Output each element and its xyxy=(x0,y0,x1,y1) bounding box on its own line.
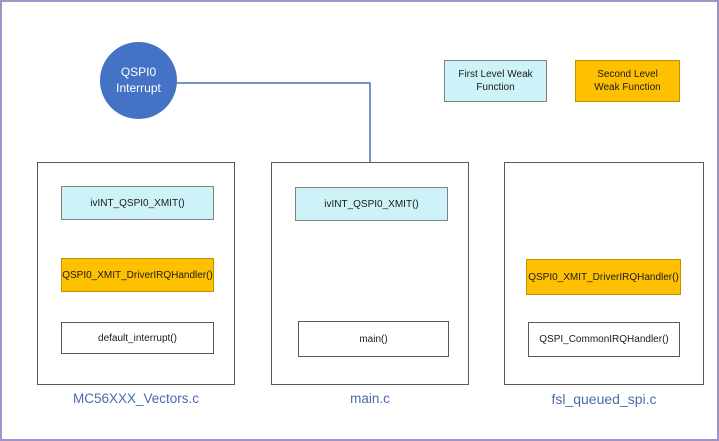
function-box-ivint-qspi0-xmit: ivINT_QSPI0_XMIT() xyxy=(295,187,448,221)
file-container-main: ivINT_QSPI0_XMIT() main() xyxy=(271,162,469,385)
legend-first-level-weak: First Level Weak Function xyxy=(444,60,547,102)
file-container-vectors: ivINT_QSPI0_XMIT() QSPI0_XMIT_DriverIRQH… xyxy=(37,162,235,385)
legend-second-level-label: Second Level Weak Function xyxy=(594,68,661,94)
legend-first-level-label: First Level Weak Function xyxy=(458,68,533,94)
file-label-vectors: MC56XXX_Vectors.c xyxy=(72,391,200,406)
file-label-main: main.c xyxy=(350,391,390,406)
function-box-qspi-commonirqhandler: QSPI_CommonIRQHandler() xyxy=(528,322,680,357)
file-label-fsl-queued-spi: fsl_queued_spi.c xyxy=(551,391,657,407)
interrupt-source-label: QSPI0 Interrupt xyxy=(116,64,161,95)
function-box-default-interrupt: default_interrupt() xyxy=(61,322,214,354)
function-box-qspi0-xmit-driverirqhandler: QSPI0_XMIT_DriverIRQHandler() xyxy=(526,259,681,295)
function-box-main: main() xyxy=(298,321,449,357)
function-box-qspi0-xmit-driverirqhandler: QSPI0_XMIT_DriverIRQHandler() xyxy=(61,258,214,292)
file-container-fsl-queued-spi: QSPI0_XMIT_DriverIRQHandler() QSPI_Commo… xyxy=(504,162,704,385)
function-box-ivint-qspi0-xmit: ivINT_QSPI0_XMIT() xyxy=(61,186,214,220)
interrupt-source-bubble: QSPI0 Interrupt xyxy=(100,42,177,119)
legend-second-level-weak: Second Level Weak Function xyxy=(575,60,680,102)
